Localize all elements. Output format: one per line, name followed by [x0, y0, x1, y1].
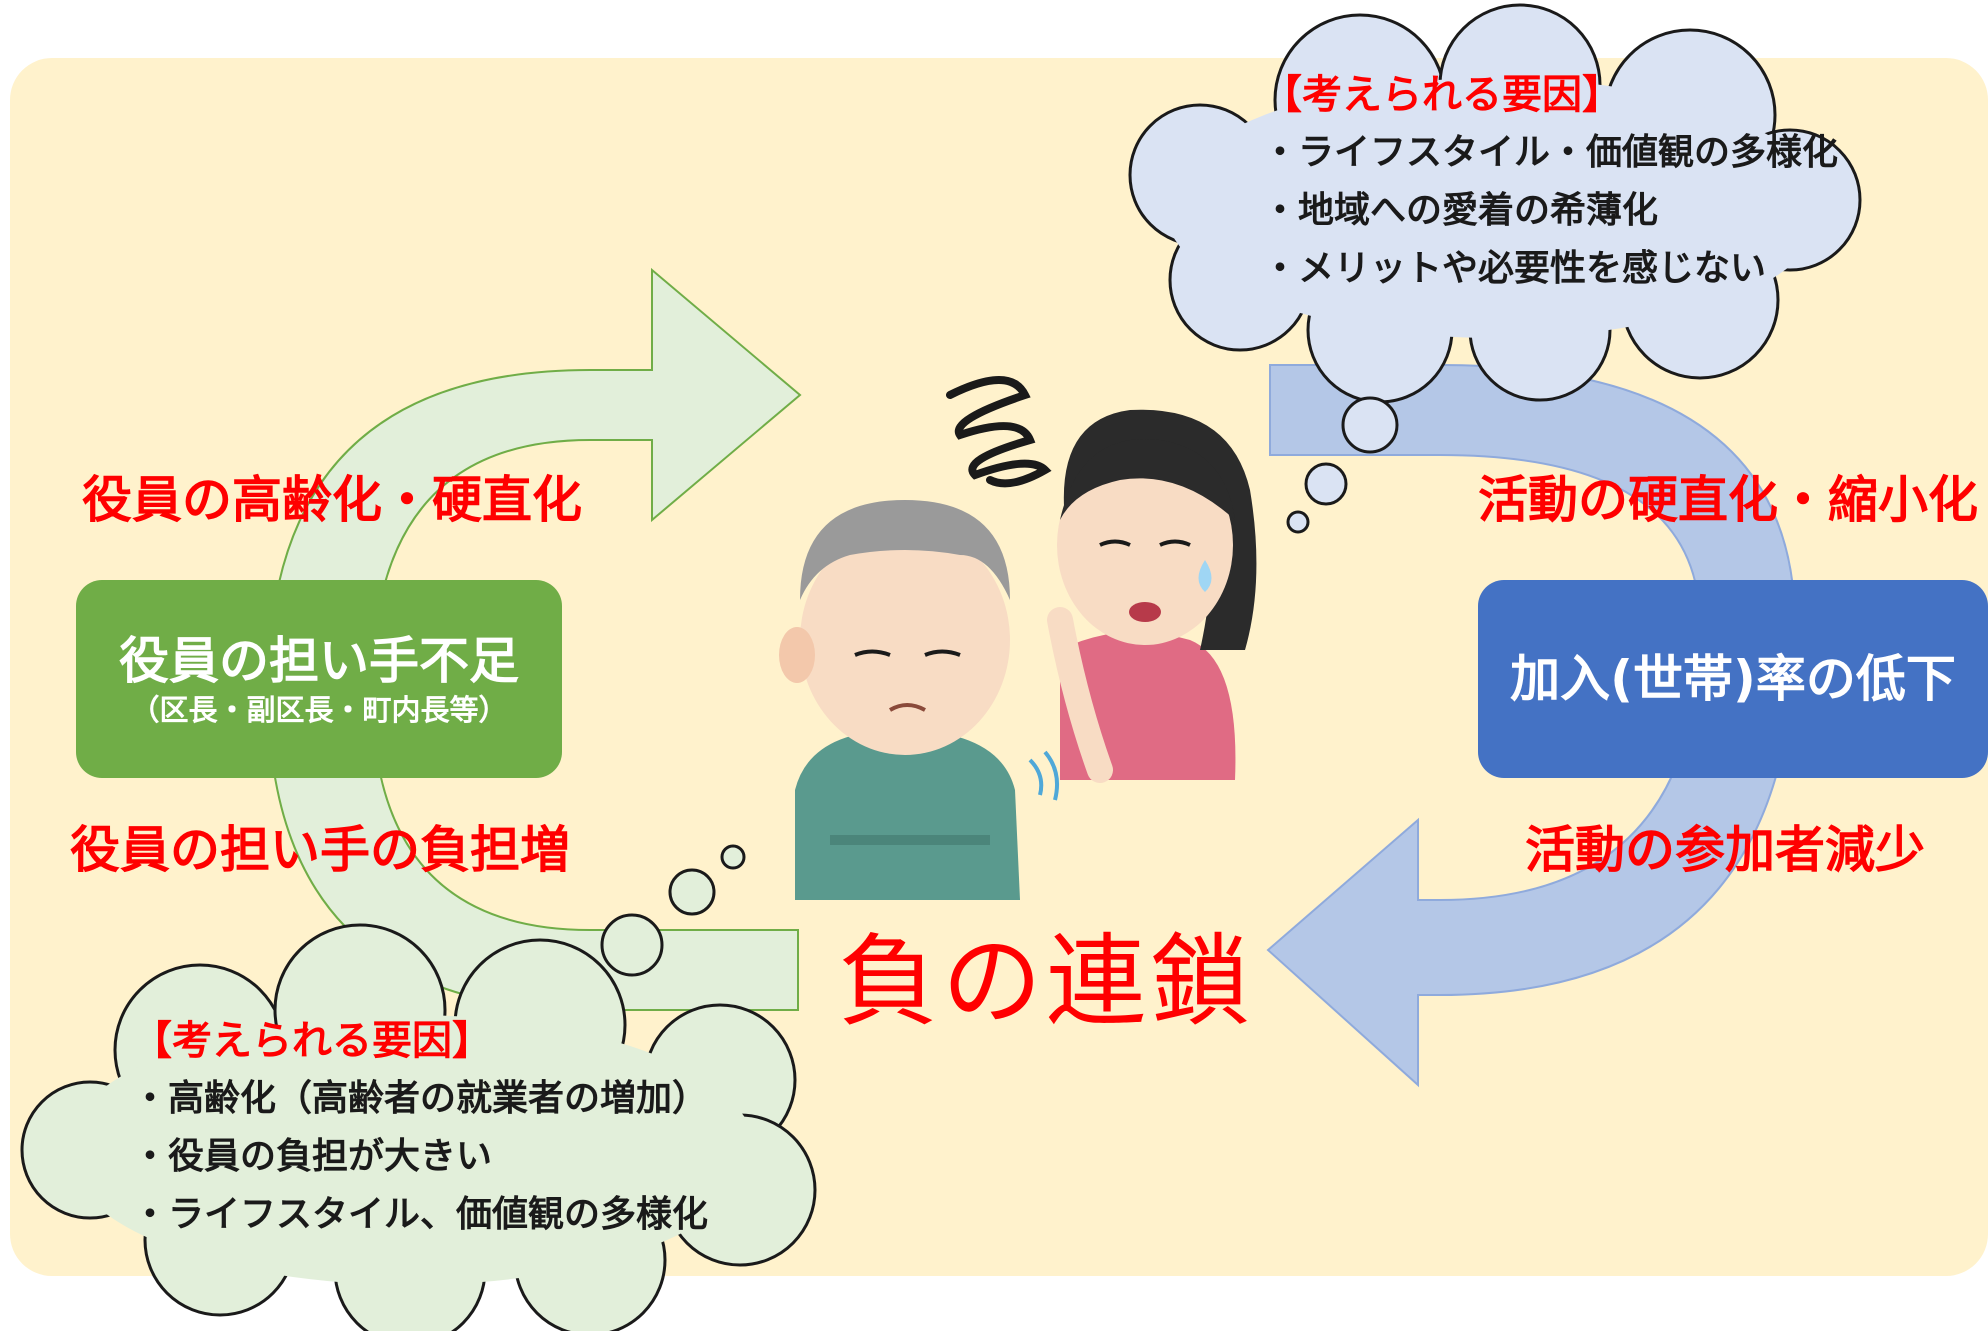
cloud-bottom-left-item: ・役員の負担が大きい [132, 1136, 493, 1177]
worried-woman-icon [1047, 409, 1257, 783]
label-right-bottom: 活動の参加者減少 [1525, 821, 1925, 879]
cloud-bottom-left-heading: 【考えられる要因】 [132, 1018, 492, 1064]
cloud-top-right-heading: 【考えられる要因】 [1262, 72, 1622, 118]
cloud-top-right-item: ・地域への愛着の希薄化 [1262, 190, 1659, 231]
worried-elderly-man-icon [779, 500, 1059, 900]
cloud-top-right-item: ・メリットや必要性を感じない [1262, 248, 1767, 289]
label-left-bottom: 役員の担い手の負担増 [70, 821, 570, 879]
officer-shortage-title: 役員の担い手不足 [119, 632, 519, 690]
blue-cycle-arrow [1266, 364, 1797, 1088]
cloud-top-right-text: 【考えられる要因】 ・ライフスタイル・価値観の多様化 ・地域への愛着の希薄化 ・… [1262, 66, 1838, 298]
officer-shortage-subtitle: （区長・副区長・町内長等） [130, 693, 508, 727]
cloud-bottom-left-text: 【考えられる要因】 ・高齢化（高齢者の就業者の増加） ・役員の負担が大きい ・ラ… [132, 1012, 708, 1244]
thought-bubbles-top [1286, 396, 1399, 534]
label-left-top: 役員の高齢化・硬直化 [82, 471, 582, 529]
anxiety-scribble-icon [946, 376, 1052, 488]
cloud-bottom-left-item: ・高齢化（高齢者の就業者の増加） [132, 1078, 709, 1119]
cloud-top-right-item: ・ライフスタイル・価値観の多様化 [1262, 132, 1839, 173]
negative-chain-title: 負の連鎖 [838, 923, 1254, 1040]
officer-shortage-box: 役員の担い手不足 （区長・副区長・町内長等） [76, 580, 562, 778]
membership-decline-box: 加入(世帯)率の低下 [1478, 580, 1988, 778]
membership-decline-title: 加入(世帯)率の低下 [1510, 650, 1956, 708]
thought-bubbles-bottom [600, 844, 746, 977]
label-right-top: 活動の硬直化・縮小化 [1478, 471, 1978, 529]
cloud-bottom-left-item: ・ライフスタイル、価値観の多様化 [132, 1194, 709, 1235]
green-cycle-arrow [266, 267, 802, 1011]
